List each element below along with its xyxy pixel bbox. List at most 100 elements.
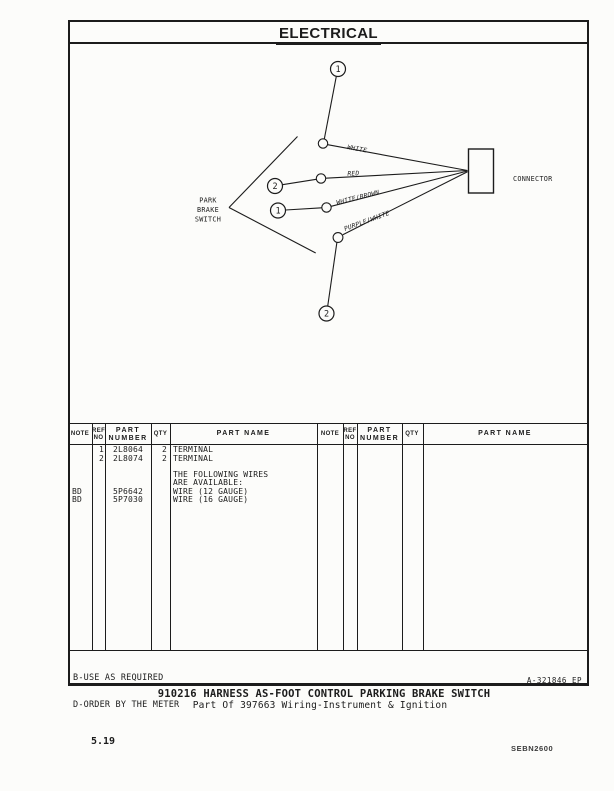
callout-number: 2 [324,310,329,320]
col-header-ref-line1: REF [343,428,357,434]
diagram-lines [228,76,495,307]
page-border-left [68,20,70,685]
footnote-d: D-ORDER BY THE METER [73,700,180,710]
switch-bracket-lower [228,207,316,254]
wire-white [327,144,468,172]
table-vline [343,423,344,650]
terminal-circle [315,173,327,184]
table-row: BD 5P6642 WIRE (12 GAUGE) [68,486,317,497]
cell-note: BD [72,495,83,504]
lead-line [285,207,322,211]
cell-ref: 2 [98,453,104,463]
callout-circle [329,60,347,78]
callout-top: 1 [329,60,347,78]
figure-subtitle: Part Of 397663 Wiring-Instrument & Ignit… [192,700,448,711]
page-border-top [68,20,589,22]
table-row: ARE AVAILABLE: [68,478,317,488]
cell-part-name: TERMINAL [173,453,214,463]
switch-label-line1: PARK [199,197,217,205]
cell-part-name: WIRE (16 GAUGE) [173,495,249,504]
callout-circle [318,305,335,322]
wire-purple-white [342,171,468,236]
col-header-part-number: PART NUMBER [357,427,402,442]
cell-part-name: TERMINAL [173,445,214,454]
terminal-circle [332,232,344,243]
wire-red [325,169,468,179]
col-header-note: NOTE [320,431,340,437]
switch-label-line3: SWITCH [195,216,221,224]
manual-code: SEBN2600 [511,744,554,753]
park-brake-switch-label: PARK BRAKE SWITCH [195,197,221,224]
table-center-divider [317,423,319,650]
connector-body [467,148,495,194]
col-header-ref-line1: REF [92,428,106,434]
lead-line [323,76,337,140]
table-header-line [68,443,589,446]
connector-label: CONNECTOR [513,175,553,183]
cell-part-name: THE FOLLOWING WIRES [173,469,269,479]
callout-number: 1 [335,65,340,75]
wire-white-brown [331,170,468,207]
table-vline [423,423,424,650]
cell-part-name: WIRE (12 GAUGE) [173,486,249,496]
cell-note: BD [72,486,83,496]
table-row: 1 2L8064 2 TERMINAL [68,445,317,455]
col-header-qty: QTY [405,431,419,437]
page-title: ELECTRICAL [276,26,381,45]
page-number: 5.19 [91,736,116,747]
terminals [315,138,344,243]
col-header-part-line2: NUMBER [108,434,148,442]
cell-part-number: 5P7030 [112,495,144,504]
col-header-part-number: PART NUMBER [105,427,151,442]
wire-label-white-brown: WHITE/BROWN [336,189,380,206]
callout-number: 2 [272,182,277,192]
cell-ref: 1 [98,445,104,454]
lead-line [327,242,338,307]
cell-qty: 2 [161,453,167,463]
table-footnotes: B-USE AS REQUIRED D-ORDER BY THE METER [73,656,179,728]
col-header-ref-line2: NO [345,434,355,441]
cell-part-number: 5P6642 [112,486,144,496]
table-vline [151,423,152,650]
callout-bottom: 2 [318,305,335,322]
table-row: THE FOLLOWING WIRES [68,469,317,480]
cell-qty: 2 [161,445,167,454]
table-row: BD 5P7030 WIRE (16 GAUGE) [68,495,317,505]
col-header-note: NOTE [70,431,90,437]
table-top-line [68,422,589,425]
col-header-part-name: PART NAME [216,430,271,437]
callout-left-upper: 2 [266,177,284,195]
col-header-ref-no: REF NO [343,428,357,441]
drawing-reference: A-321846 EP [526,676,582,685]
callout-number: 1 [275,207,280,217]
cell-part-number: 2L8064 [112,445,144,454]
col-header-ref-no: REF NO [92,428,105,441]
switch-label-line2: BRAKE [197,206,219,214]
col-header-part-line1: PART [115,427,141,434]
callout-circle [266,177,284,195]
col-header-part-line2: NUMBER [359,434,400,442]
col-header-ref-line2: NO [93,434,104,441]
lead-line [282,178,317,186]
col-header-part-line1: PART [367,427,392,434]
figure-title: 910216 HARNESS AS-FOOT CONTROL PARKING B… [157,688,491,700]
wire-label-red: RED [347,170,359,178]
table-vline [104,423,106,650]
cell-part-name: ARE AVAILABLE: [173,478,244,487]
header-band: ELECTRICAL [68,23,589,45]
wire-label-white: WHITE [347,144,368,155]
footnote-b: B-USE AS REQUIRED [73,673,164,683]
callout-circle [269,202,287,219]
table-vline [92,423,93,650]
table-row: 2 2L8074 2 TERMINAL [68,453,317,464]
terminal-circle [321,202,332,213]
page-border-right [587,20,589,685]
table-vline [170,423,171,650]
terminal-circle [317,138,329,149]
col-header-qty: QTY [153,431,168,437]
wire-label-purple-white: PURPLE/WHITE [343,210,390,233]
table-vline [357,423,358,650]
switch-bracket-upper [228,136,298,208]
